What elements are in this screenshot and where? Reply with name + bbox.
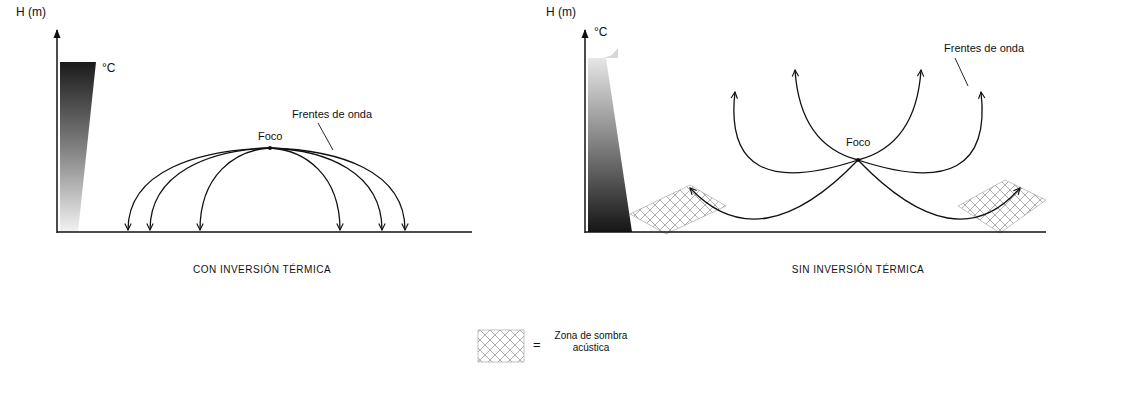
temperature-bar bbox=[588, 58, 632, 232]
temperature-bar bbox=[60, 62, 96, 232]
temperature-bar-top bbox=[604, 48, 618, 58]
unit-label: °C bbox=[100, 62, 117, 76]
wavefronts bbox=[128, 148, 405, 230]
axis-label: H (m) bbox=[544, 6, 578, 20]
right-panel bbox=[585, 30, 1046, 234]
leader-line bbox=[318, 123, 333, 150]
leader-line bbox=[955, 58, 968, 86]
legend-swatch bbox=[478, 330, 524, 362]
source-label: Foco bbox=[256, 130, 284, 143]
unit-label: °C bbox=[592, 26, 609, 40]
height-axis bbox=[584, 30, 586, 233]
wavefront-label: Frentes de onda bbox=[942, 42, 1026, 55]
acoustic-shadow-zone bbox=[630, 185, 726, 234]
wavefronts bbox=[690, 70, 1020, 219]
equals-sign: = bbox=[531, 338, 543, 353]
panel-caption: CON INVERSIÓN TÉRMICA bbox=[191, 264, 333, 276]
legend-text: Zona de sombra acústica bbox=[545, 330, 637, 353]
axis-label: H (m) bbox=[14, 6, 48, 20]
panel-caption: SIN INVERSIÓN TÉRMICA bbox=[790, 264, 927, 276]
left-panel bbox=[57, 30, 472, 233]
ground-line bbox=[57, 231, 472, 233]
acoustic-shadow-zone bbox=[958, 180, 1046, 233]
source-label: Foco bbox=[844, 136, 872, 149]
ground-line bbox=[585, 231, 1046, 233]
source-point bbox=[268, 146, 272, 150]
source-point bbox=[856, 158, 860, 162]
height-axis bbox=[56, 30, 58, 233]
wavefront-label: Frentes de onda bbox=[290, 108, 374, 121]
